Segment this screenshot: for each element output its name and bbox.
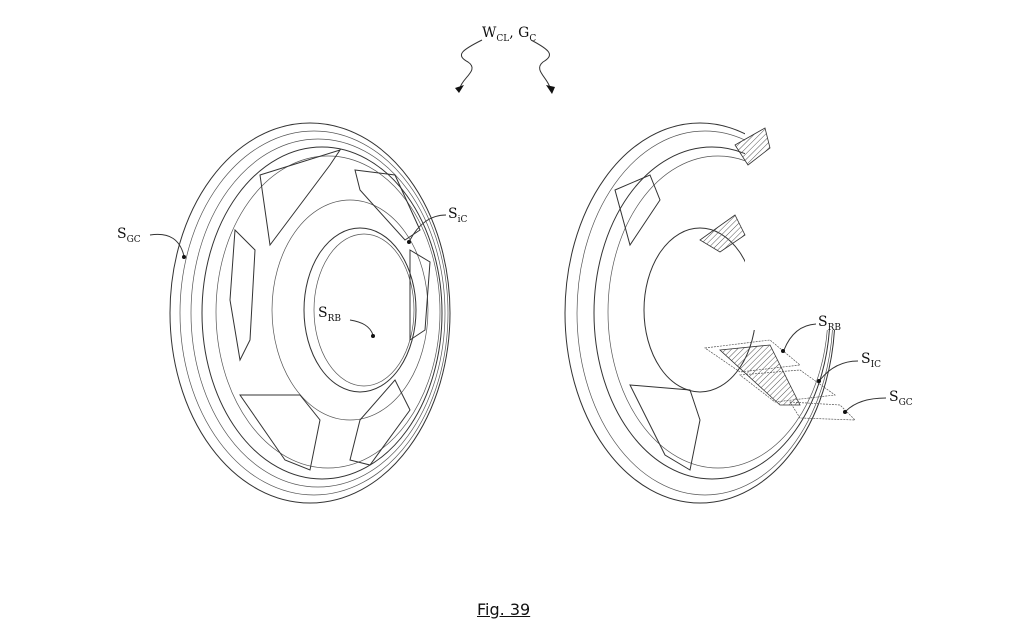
arrowhead-right — [546, 85, 555, 94]
label-right-sgc: SGC — [843, 389, 913, 414]
wavy-arrow-left — [459, 39, 483, 89]
label-right-srb: SRB — [781, 314, 841, 353]
arrowhead-left — [455, 85, 464, 93]
section-hatch-mid — [699, 214, 746, 253]
svg-text:SRB: SRB — [818, 314, 841, 333]
right-wheel-drawing — [564, 122, 836, 504]
flow-label: WCL, GC — [455, 25, 555, 94]
section-hatch-top — [734, 127, 771, 166]
figure-caption: Fig. 39 — [477, 600, 531, 619]
label-right-sic: SIC — [817, 351, 881, 383]
left-wheel-drawing — [169, 122, 451, 504]
label-left-sic: SiC — [407, 206, 467, 244]
label-left-srb: SRB — [318, 305, 375, 338]
svg-text:SiC: SiC — [448, 206, 467, 225]
svg-text:SRB: SRB — [318, 305, 341, 324]
svg-text:SGC: SGC — [117, 226, 141, 245]
label-left-sgc: SGC — [117, 226, 186, 259]
svg-text:WCL, GC: WCL, GC — [482, 25, 536, 44]
svg-text:SIC: SIC — [861, 351, 881, 370]
wavy-arrow-right — [530, 39, 551, 89]
section-planes — [704, 339, 856, 421]
svg-text:SGC: SGC — [889, 389, 913, 408]
